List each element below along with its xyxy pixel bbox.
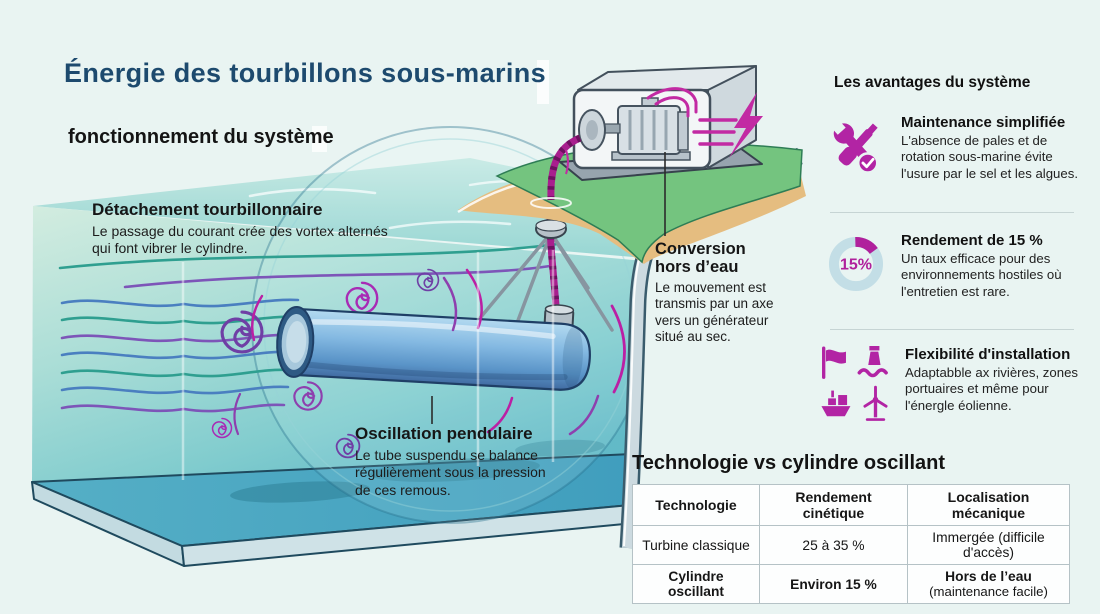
lightning-icon [729,92,763,158]
advantage-title: Rendement de 15 % [901,232,1043,249]
cell-technology: Turbine classique [632,525,760,565]
table-row: Cylindre oscillant Environ 15 % Hors de … [632,564,1070,604]
advantage-body: L'absence de pales et de rotation sous-m… [901,133,1078,181]
current-flow-lines [58,242,560,413]
annotation-body: Le tube suspendu se balance régulièremen… [355,446,546,498]
page-subtitle: fonctionnement du système [68,126,334,148]
cell-efficiency: 25 à 35 % [759,525,908,565]
power-output [646,87,763,158]
generator-unit [559,65,763,181]
cell-location: Hors de l’eau (maintenance facile) [907,564,1070,604]
page-title: Énergie des tourbillons sous-marins [64,58,547,88]
column-header: Technologie [632,484,760,526]
annotation-conversion: Conversion hors d’eau Le mouvement est t… [655,240,783,346]
advantage-item-efficiency: 15% Rendement de 15 % Un taux efficace p… [824,232,1086,301]
comparison-title: Technologie vs cylindre oscillant [632,452,946,474]
table-row: Turbine classique 25 à 35 % Immergée (di… [632,525,1070,565]
advantage-title: Flexibilité d'installation [905,346,1071,363]
divider [830,329,1074,330]
ship-icon [821,390,851,417]
motor-body [617,105,681,155]
surface-ripple [530,197,572,209]
donut-value: 15% [840,257,872,274]
title-highlight-block [537,60,549,104]
divider [830,212,1074,213]
advantage-item-maintenance: Maintenance simplifiée L'absence de pale… [824,114,1086,185]
river-flag-icon [822,346,846,379]
advantage-title: Maintenance simplifiée [901,114,1066,131]
annotation-vortex-shedding: Détachement tourbillonnaire Le passage d… [92,200,392,258]
comparison-section: Technologie vs cylindre oscillant Techno… [632,452,1072,604]
donut-segment [828,236,884,292]
wind-turbine-icon [863,385,888,421]
cell-location-sub: (maintenance facile) [929,584,1048,599]
tools-icon [824,114,888,185]
oscillating-cylinder [276,304,591,391]
tripod-collar [535,219,567,239]
annotation-title: Conversion hors d’eau [655,240,746,277]
installation-icons [820,346,892,429]
subtitle-highlight-block [312,126,327,152]
cell-location: Immergée (difficile d'accès) [907,525,1070,565]
advantage-body: Adaptabble ax rivières, zones portuaires… [905,365,1079,413]
annotation-body: Le mouvement est transmis par un axe ver… [655,279,774,345]
suspension-rope-above [530,134,582,209]
advantage-item-flexibility: Flexibilité d'installation Adaptabble ax… [820,346,1082,429]
advantages-header: Les avantages du système [834,74,1031,91]
annotation-body: Le passage du courant crée des vortex al… [92,222,388,257]
comparison-table: Technologie Rendement cinétique Localisa… [632,484,1070,604]
table-header-row: Technologie Rendement cinétique Localisa… [632,484,1070,526]
cell-efficiency: Environ 15 % [759,564,908,604]
efficiency-donut-icon: 15% [824,232,888,301]
port-lighthouse-icon [857,346,888,378]
seabed-shadows [230,439,605,503]
annotation-pendular-oscillation: Oscillation pendulaire Le tube suspendu … [355,424,560,499]
glass-reflections [181,250,555,480]
cell-location-main: Hors de l’eau [945,569,1032,584]
column-header: Rendement cinétique [759,484,908,526]
column-header: Localisation mécanique [907,484,1070,526]
pointer-lines [431,152,666,424]
annotation-title: Oscillation pendulaire [355,424,533,443]
cell-technology: Cylindre oscillant [632,564,760,604]
annotation-title: Détachement tourbillonnaire [92,200,323,219]
advantage-body: Un taux efficace pour des environnements… [901,251,1062,299]
